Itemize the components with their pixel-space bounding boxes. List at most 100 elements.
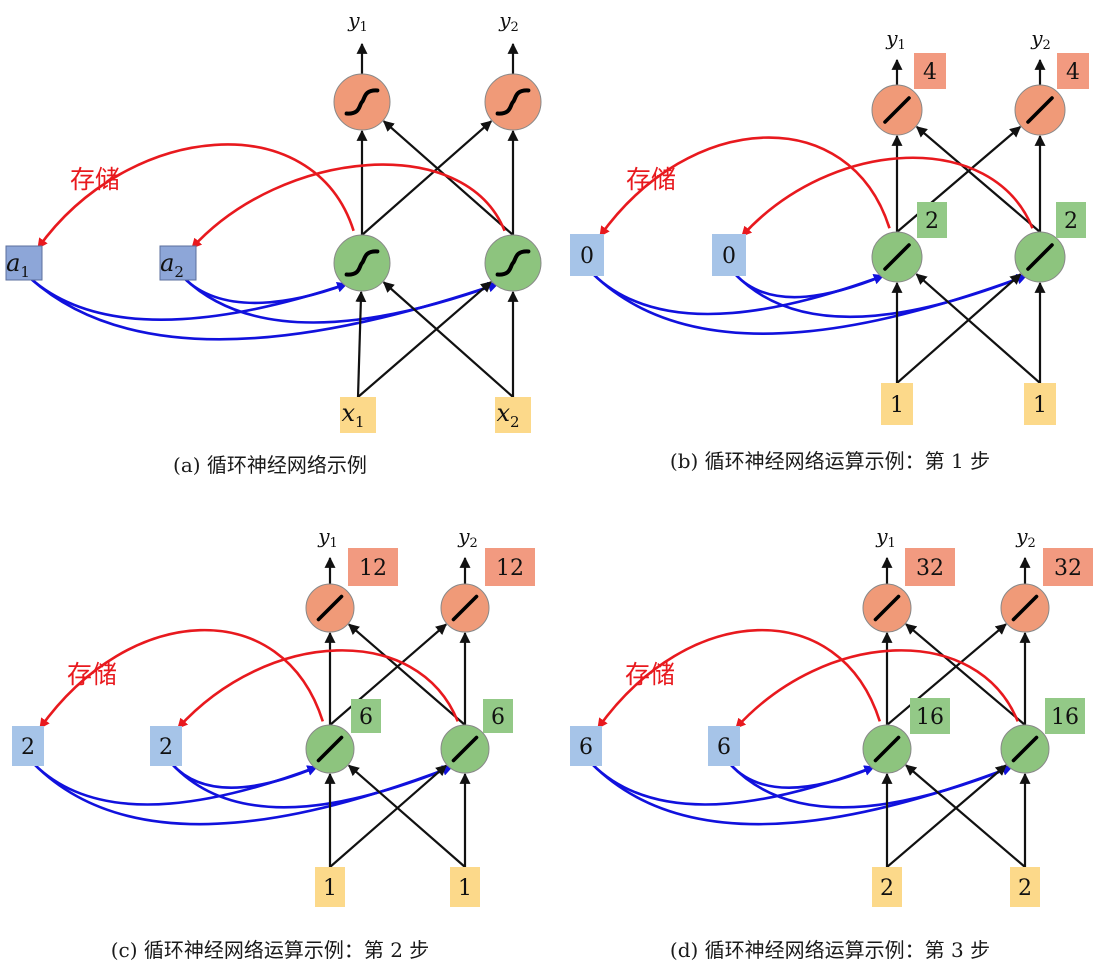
hidden-to-output-arrow: [905, 623, 1026, 726]
output-label-2: y2: [1030, 26, 1051, 53]
memory-box-1-bg: [570, 234, 604, 276]
output-label-2: y2: [498, 8, 519, 35]
memory-box-1-bg: [12, 726, 44, 766]
hidden-to-output-arrow: [329, 623, 447, 726]
hidden-value-1-bg: [351, 699, 381, 733]
memory-label-2: a2: [160, 249, 184, 281]
linear-icon: [873, 594, 901, 622]
memory-value-1: 0: [580, 244, 594, 269]
input-to-hidden-arrow: [886, 764, 1007, 868]
memory-box-2-bg: [159, 245, 197, 281]
store-arrow: [596, 628, 882, 729]
output-label-1: y1: [875, 524, 896, 551]
panel-caption: (b) 循环神经网络运算示例：第 1 步: [670, 449, 990, 473]
hidden-node-1: [333, 234, 391, 292]
input-to-hidden-arrow: [329, 764, 448, 868]
memory-value-2: 6: [717, 735, 731, 760]
input-box-2-bg: [1010, 867, 1040, 907]
recurrent-arrow: [171, 763, 453, 809]
output-node-2: [1000, 583, 1050, 633]
input-to-hidden-arrow: [357, 281, 492, 398]
memory-label-1: a1: [6, 249, 30, 281]
recurrent-arrow: [33, 763, 318, 806]
hidden-node-2: [440, 724, 490, 774]
hidden-value-2: 6: [491, 705, 505, 730]
recurrent-arrow: [591, 763, 875, 806]
output-label-2: y2: [457, 524, 478, 551]
panel-caption: (d) 循环神经网络运算示例：第 3 步: [670, 938, 990, 962]
input-value-2: 1: [1033, 393, 1047, 418]
linear-icon: [1011, 735, 1039, 763]
recurrent-arrow: [29, 277, 499, 341]
linear-icon: [873, 735, 901, 763]
linear-icon: [316, 735, 344, 763]
sigmoid-icon: [495, 249, 531, 277]
hidden-value-2-bg: [1045, 698, 1085, 734]
input-label-2: x2: [496, 399, 519, 431]
hidden-node-2: [484, 234, 542, 292]
output-node-1: [871, 84, 923, 136]
store-label: 存储: [626, 165, 676, 194]
hidden-node-1: [305, 724, 355, 774]
output-value-1-bg: [348, 548, 398, 586]
input-label-1: x1: [341, 399, 364, 431]
output-value-2-bg: [1043, 548, 1093, 586]
output-value-1: 4: [923, 60, 937, 85]
hidden-to-output-arrow: [382, 120, 514, 236]
output-label-2: y2: [1015, 524, 1036, 551]
sigmoid-icon: [344, 88, 380, 116]
hidden-to-output-arrow: [886, 623, 1007, 726]
hidden-value-2-bg: [1056, 202, 1086, 238]
output-node-2: [440, 583, 490, 633]
hidden-to-output-arrow: [915, 126, 1041, 233]
store-arrow: [735, 649, 1020, 729]
linear-icon: [883, 243, 911, 271]
input-to-hidden-arrow: [355, 290, 367, 398]
hidden-to-output-arrow: [361, 120, 493, 236]
linear-icon: [1011, 594, 1039, 622]
store-arrow: [741, 156, 1034, 237]
hidden-to-output-arrow: [896, 126, 1022, 233]
output-node-2: [484, 73, 542, 131]
memory-box-2-bg: [712, 234, 746, 276]
hidden-value-2: 2: [1064, 209, 1078, 234]
memory-box-2-bg: [150, 726, 182, 766]
hidden-node-2: [1014, 231, 1066, 283]
output-value-1: 32: [916, 556, 944, 581]
linear-icon: [883, 96, 911, 124]
store-label: 存储: [70, 165, 120, 194]
input-value-2: 1: [458, 876, 472, 901]
input-value-1: 1: [890, 393, 904, 418]
input-box-1-bg: [881, 383, 913, 425]
input-value-1: 2: [880, 876, 894, 901]
memory-value-2: 0: [722, 244, 736, 269]
memory-value-2: 2: [159, 735, 173, 760]
store-label: 存储: [625, 660, 675, 689]
store-arrow: [598, 136, 891, 237]
input-box-2-bg: [1024, 383, 1056, 425]
memory-box-1-bg: [570, 726, 602, 766]
memory-value-1: 6: [579, 735, 593, 760]
linear-icon: [1026, 243, 1054, 271]
hidden-node-1: [862, 724, 912, 774]
hidden-value-1: 16: [916, 705, 944, 730]
memory-box-2-bg: [708, 726, 740, 766]
hidden-value-2-bg: [483, 699, 513, 733]
output-node-1: [333, 73, 391, 131]
memory-box-1-bg: [5, 245, 43, 281]
input-to-hidden-arrow: [915, 273, 1041, 384]
hidden-to-output-arrow: [348, 623, 466, 726]
recurrent-arrow: [592, 273, 1028, 335]
output-node-2: [1014, 84, 1066, 136]
hidden-value-1-bg: [917, 202, 947, 238]
output-label-1: y1: [885, 26, 906, 53]
output-value-1-bg: [905, 548, 955, 586]
input-box-1-bg: [315, 867, 345, 907]
input-box-1-bg: [340, 397, 376, 433]
hidden-value-1-bg: [910, 698, 950, 734]
hidden-node-2: [1000, 724, 1050, 774]
panel-caption: (a) 循环神经网络示例: [173, 453, 367, 477]
hidden-value-2: 16: [1051, 705, 1079, 730]
